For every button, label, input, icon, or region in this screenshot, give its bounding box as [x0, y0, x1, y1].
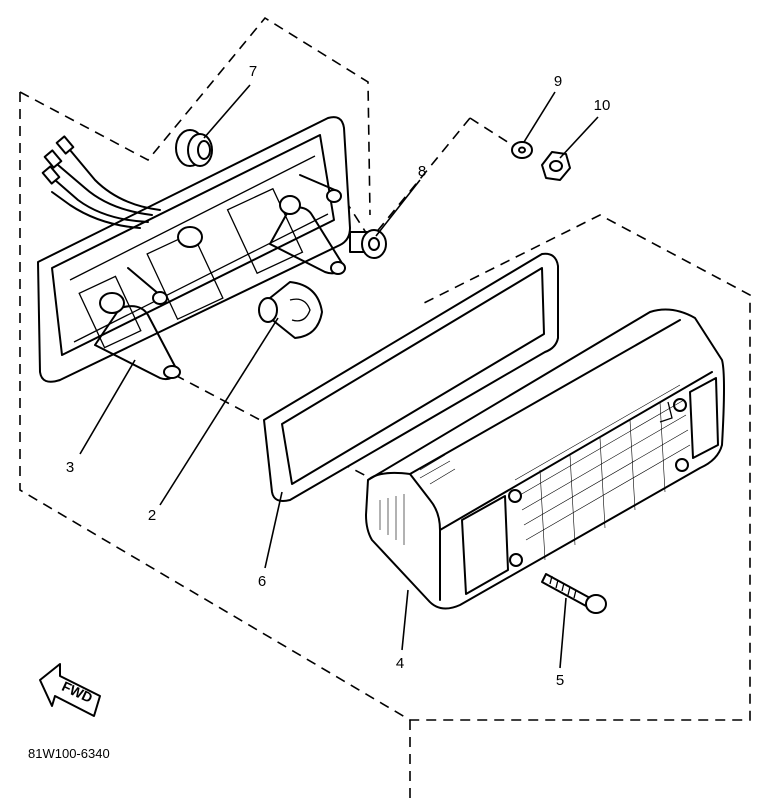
lamp-housing: [37, 116, 351, 383]
callout-number: 4: [396, 655, 404, 672]
forward-arrow-icon: [39, 663, 101, 717]
nut: [541, 151, 571, 181]
callout-number: 6: [258, 573, 266, 590]
callout-number: 2: [148, 507, 156, 524]
washer: [511, 141, 533, 159]
screw: [541, 573, 607, 614]
bulb: [258, 281, 323, 339]
gasket: [263, 252, 559, 502]
callout-number: 10: [594, 97, 611, 114]
grommet: [175, 129, 213, 167]
callout-number: 3: [66, 459, 74, 476]
callout-number: 5: [556, 672, 564, 689]
spacer: [349, 229, 387, 259]
callout-number: 9: [554, 73, 562, 90]
callout-number: 7: [249, 63, 257, 80]
leader-lines: [79, 84, 599, 669]
part-code: 81W100-6340: [28, 746, 110, 761]
callout-number: 8: [418, 163, 426, 180]
lens: [365, 308, 725, 610]
